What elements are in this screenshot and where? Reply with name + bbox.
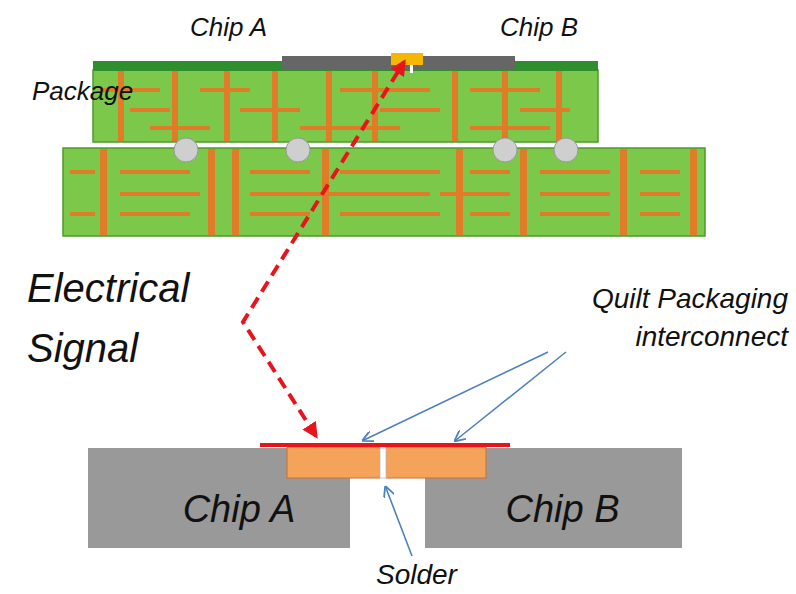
trace bbox=[250, 192, 430, 196]
trace bbox=[120, 212, 190, 216]
solder-gap bbox=[410, 65, 413, 73]
trace bbox=[340, 212, 440, 216]
part-name: Quilt Packaging interconnect bbox=[518, 280, 788, 356]
part-name: Package bbox=[32, 76, 133, 107]
chip-name: Chip A bbox=[190, 12, 267, 43]
signal-path bbox=[243, 62, 404, 436]
board bbox=[63, 148, 705, 236]
trace bbox=[540, 212, 610, 216]
via bbox=[520, 149, 527, 235]
via bbox=[690, 149, 697, 235]
trace bbox=[470, 212, 510, 216]
via bbox=[232, 149, 239, 235]
signal-line bbox=[260, 443, 510, 447]
chip-name: Chip B bbox=[500, 12, 578, 43]
via bbox=[100, 149, 107, 235]
chip-label: Chip A bbox=[183, 488, 296, 531]
interconnect-pad bbox=[391, 53, 423, 65]
trace bbox=[380, 108, 440, 112]
solder-ball bbox=[554, 138, 578, 162]
trace bbox=[520, 108, 570, 112]
trace bbox=[120, 192, 200, 196]
solder-ball bbox=[174, 138, 198, 162]
leader-line bbox=[456, 352, 566, 440]
trace bbox=[250, 212, 310, 216]
via bbox=[620, 149, 627, 235]
trace bbox=[470, 126, 550, 130]
trace bbox=[340, 170, 440, 174]
trace bbox=[640, 212, 680, 216]
trace bbox=[200, 88, 250, 92]
signal-name: Electrical Signal bbox=[27, 258, 242, 378]
trace bbox=[540, 170, 610, 174]
package-substrate bbox=[93, 70, 598, 142]
trace bbox=[70, 212, 95, 216]
leader-line bbox=[364, 352, 548, 440]
trace bbox=[130, 108, 170, 112]
interconnect-pad bbox=[386, 447, 486, 478]
via bbox=[326, 71, 332, 141]
solder-joint bbox=[380, 448, 386, 478]
via bbox=[172, 71, 178, 141]
via bbox=[452, 71, 458, 141]
trace bbox=[240, 108, 300, 112]
trace bbox=[440, 192, 510, 196]
trace bbox=[640, 192, 680, 196]
trace bbox=[120, 170, 190, 174]
interconnect-pad bbox=[287, 447, 380, 478]
solder-ball bbox=[493, 138, 517, 162]
via bbox=[272, 71, 278, 141]
trace bbox=[470, 170, 510, 174]
solder-ball bbox=[286, 138, 310, 162]
trace bbox=[250, 170, 310, 174]
trace bbox=[300, 126, 400, 130]
trace bbox=[540, 192, 610, 196]
via bbox=[556, 71, 562, 141]
part-name: Solder bbox=[376, 558, 457, 592]
trace bbox=[470, 88, 540, 92]
via bbox=[224, 71, 230, 141]
via bbox=[502, 71, 508, 141]
trace bbox=[640, 170, 680, 174]
chip-label: Chip B bbox=[505, 488, 619, 531]
via bbox=[208, 149, 215, 235]
trace bbox=[70, 170, 95, 174]
leader-line bbox=[386, 488, 412, 556]
trace bbox=[150, 126, 210, 130]
